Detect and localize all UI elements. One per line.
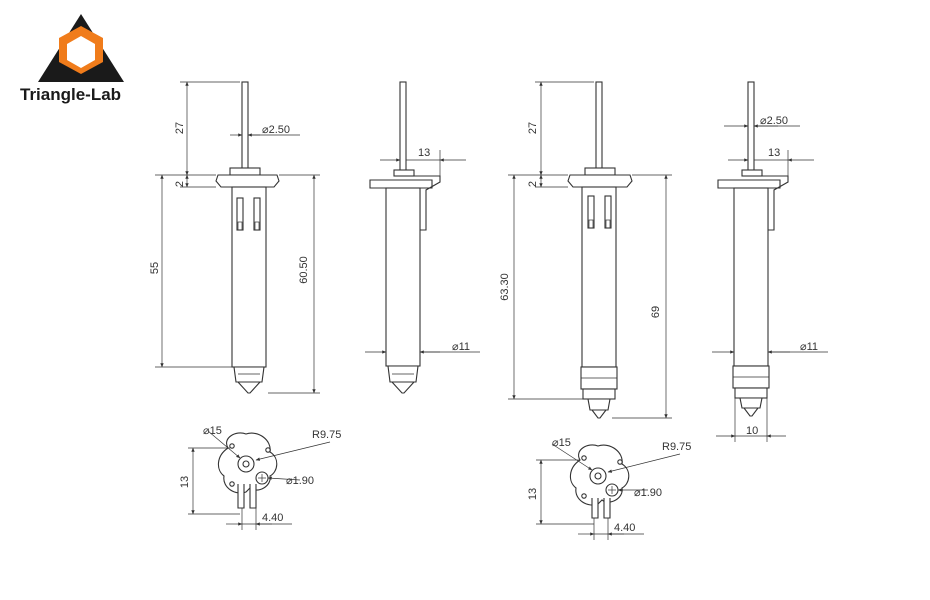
heater-side-view-4 — [717, 81, 789, 417]
dim-v3-top: 27 — [527, 122, 539, 134]
dim-v4-rod: ⌀2.50 — [760, 115, 788, 127]
dim-b1-radius: R9.75 — [312, 429, 341, 441]
view-3-dimensions: 27 2 63.30 69 — [499, 81, 672, 419]
bottom-view-1 — [217, 432, 278, 509]
dim-v1-top: 27 — [174, 122, 186, 134]
dim-v4-nozzle: 10 — [746, 425, 758, 437]
dim-v1-total: 60.50 — [298, 256, 310, 284]
dim-b2-pin: ⌀1.90 — [634, 487, 662, 499]
triangle-lab-logo: Triangle-Lab — [20, 14, 124, 104]
dim-v2-lever: 13 — [418, 147, 430, 159]
dim-v1-flange: 2 — [174, 181, 186, 187]
dim-v4-body-dia: ⌀11 — [800, 341, 818, 353]
view-1-dimensions: 27 2 55 60.50 ⌀2.50 — [149, 81, 320, 394]
dim-b2-offset: 4.40 — [614, 522, 635, 534]
bottom-view-2 — [569, 444, 630, 519]
dim-v1-body: 55 — [149, 262, 161, 274]
bottom-view-1-dimensions: ⌀15 R9.75 ⌀1.90 13 4.40 — [179, 425, 341, 530]
dim-b2-height: 13 — [527, 488, 539, 500]
dim-v2-body-dia: ⌀11 — [452, 341, 470, 353]
dim-b1-offset: 4.40 — [262, 512, 283, 524]
dim-b1-pin: ⌀1.90 — [286, 475, 314, 487]
dim-v3-total: 69 — [650, 306, 662, 318]
heater-side-view-2 — [369, 81, 441, 394]
view-2-dimensions: 13 ⌀11 — [365, 147, 480, 354]
heater-front-view-1 — [215, 81, 280, 394]
view-4-dimensions: ⌀2.50 13 ⌀11 10 — [712, 115, 828, 442]
heater-front-view-3 — [567, 81, 633, 419]
dim-v3-body: 63.30 — [499, 273, 511, 301]
dim-b1-height: 13 — [179, 476, 191, 488]
dim-v4-lever: 13 — [768, 147, 780, 159]
brand-name: Triangle-Lab — [20, 85, 121, 104]
dim-b1-bore: ⌀15 — [203, 425, 222, 437]
bottom-view-2-dimensions: ⌀15 R9.75 ⌀1.90 13 4.40 — [527, 437, 691, 540]
dim-v1-rod: ⌀2.50 — [262, 124, 290, 136]
dim-v3-flange: 2 — [527, 181, 539, 187]
dim-b2-radius: R9.75 — [662, 441, 691, 453]
dim-b2-bore: ⌀15 — [552, 437, 571, 449]
